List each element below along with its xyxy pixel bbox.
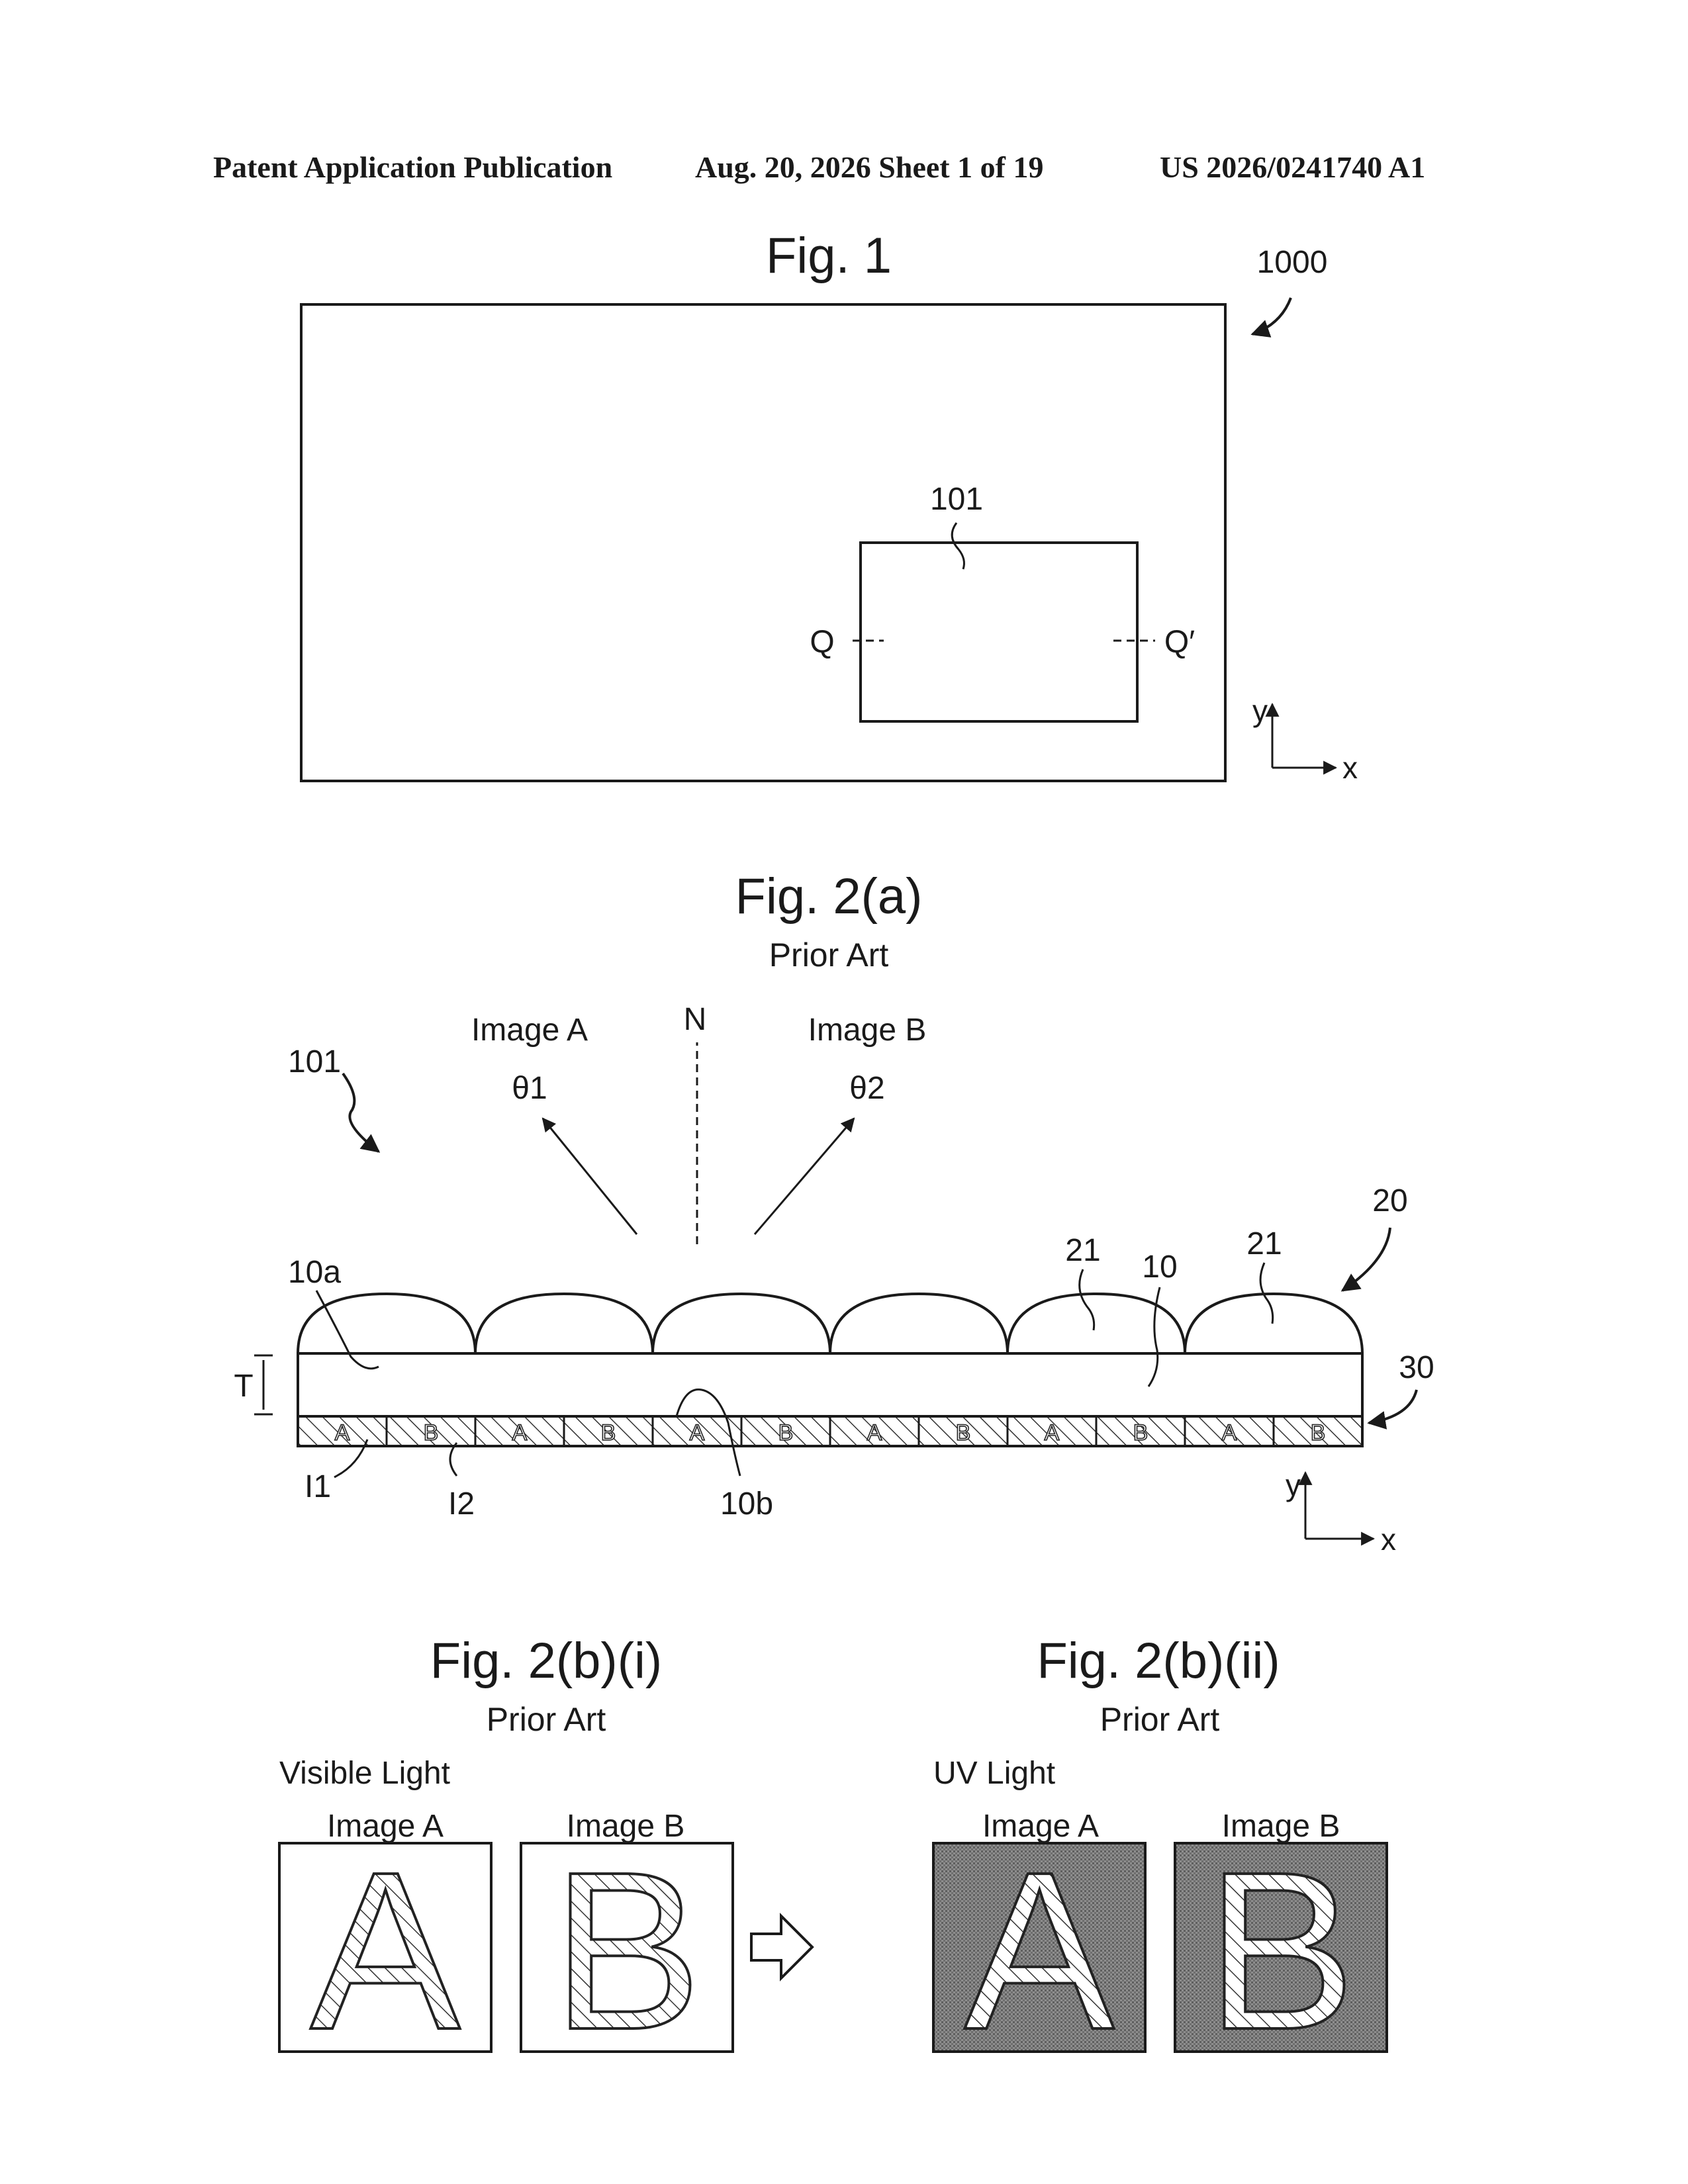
fig2bii-subtitle: Prior Art	[1100, 1701, 1220, 1738]
fig2a-cell-label: B	[424, 1420, 439, 1445]
fig1-ref-element: 101	[930, 482, 983, 517]
fig2a-leader-21a	[1080, 1269, 1094, 1330]
fig2a-leader-10a	[316, 1291, 379, 1369]
fig2bi-letter-b: B	[552, 1825, 702, 2077]
fig1-ref-device: 1000	[1257, 245, 1328, 280]
fig1-axes: y x	[1252, 694, 1358, 785]
fig2a-axes: y x	[1286, 1468, 1396, 1557]
fig2a-ref-lens-1: 21	[1065, 1233, 1100, 1268]
fig2a-ref-lens-2: 21	[1246, 1226, 1282, 1261]
fig2a-cell-label: A	[512, 1420, 528, 1445]
fig2a-cell-label: A	[867, 1420, 882, 1445]
fig2a-lens-array	[298, 1294, 1362, 1353]
fig1-section-q-prime: Q′	[1164, 625, 1195, 660]
fig2bii-title: Fig. 2(b)(ii)	[1037, 1633, 1280, 1689]
fig2a-cell-label: B	[956, 1420, 971, 1445]
fig2a-element-arrow	[343, 1073, 379, 1152]
fig2a-cell-label: B	[1133, 1420, 1149, 1445]
fig2a-ref-i2: I2	[448, 1486, 475, 1522]
fig2a-title: Fig. 2(a)	[735, 868, 923, 925]
fig2a-cell-label: A	[1222, 1420, 1237, 1445]
header-patent-number: US 2026/0241740 A1	[1160, 150, 1425, 184]
page-header: Patent Application Publication Aug. 20, …	[213, 150, 1425, 184]
figure-2b-ii: Fig. 2(b)(ii) Prior Art UV Light Image A…	[933, 1633, 1387, 2077]
fig1-axis-y-label: y	[1252, 694, 1268, 728]
fig2a-cell-label: B	[601, 1420, 616, 1445]
figure-2a: Fig. 2(a) Prior Art Image A N Image B θ1…	[234, 868, 1434, 1557]
fig2a-cell-label: B	[778, 1420, 794, 1445]
fig2a-lens	[298, 1294, 475, 1353]
fig2a-lens	[1008, 1294, 1185, 1353]
fig2a-subtitle: Prior Art	[769, 936, 889, 974]
fig2a-lens	[653, 1294, 830, 1353]
fig2bi-subtitle: Prior Art	[487, 1701, 606, 1738]
fig2a-angle-1: θ1	[512, 1071, 547, 1106]
fig2a-leader-i2	[450, 1443, 457, 1476]
fig2a-angle-2: θ2	[849, 1071, 884, 1106]
fig1-device-arrow	[1252, 298, 1291, 334]
fig1-axis-x-label: x	[1342, 751, 1358, 785]
figure-1: Fig. 1 1000 101 Q Q′ y x	[301, 228, 1358, 785]
fig2a-ray-image-a	[543, 1118, 637, 1234]
fig2a-ref-bottom-surface: 10b	[720, 1486, 773, 1522]
fig2a-axis-x-label: x	[1381, 1522, 1396, 1557]
fig2a-ray-image-b	[755, 1118, 854, 1234]
fig2bi-title: Fig. 2(b)(i)	[430, 1633, 662, 1689]
fig2a-image-a-label: Image A	[471, 1013, 588, 1048]
fig2a-cell-label: B	[1311, 1420, 1326, 1445]
fig2a-print-layer-arrow	[1369, 1390, 1417, 1423]
fig2a-lens-array-arrow	[1342, 1228, 1390, 1291]
fig2a-substrate	[298, 1353, 1362, 1416]
fig2bii-light-label: UV Light	[933, 1756, 1055, 1791]
fig1-section-q: Q	[810, 625, 834, 660]
fig1-title: Fig. 1	[766, 228, 892, 284]
header-date-sheet: Aug. 20, 2026 Sheet 1 of 19	[695, 150, 1043, 184]
figure-2b-i: Fig. 2(b)(i) Prior Art Visible Light Ima…	[279, 1633, 812, 2077]
fig2a-ref-i1: I1	[305, 1469, 331, 1504]
fig2a-cell-label: A	[335, 1420, 350, 1445]
fig2a-ref-element: 101	[288, 1044, 341, 1079]
fig2a-axis-y-label: y	[1286, 1468, 1301, 1502]
fig2a-lens	[475, 1294, 653, 1353]
fig2bi-letter-a: A	[310, 1825, 461, 2077]
fig2a-lens	[830, 1294, 1008, 1353]
fig2a-normal-label: N	[684, 1002, 707, 1037]
header-publication: Patent Application Publication	[213, 150, 612, 184]
fig1-leader-101	[952, 523, 964, 569]
fig2bii-letter-a: A	[964, 1825, 1115, 2077]
fig2a-ref-print-layer: 30	[1399, 1350, 1434, 1385]
fig2a-ref-substrate: 10	[1142, 1250, 1177, 1285]
fig2a-cell-label: A	[1045, 1420, 1060, 1445]
fig2a-thickness-label: T	[234, 1369, 253, 1404]
fig1-element-outline	[861, 543, 1137, 721]
fig2a-lens	[1185, 1294, 1362, 1353]
fig2bii-letter-b: B	[1206, 1825, 1356, 2077]
transition-arrow-icon	[751, 1916, 812, 1978]
fig2a-image-b-label: Image B	[808, 1013, 927, 1048]
fig2a-ref-lens-array: 20	[1372, 1183, 1407, 1218]
fig2bi-light-label: Visible Light	[279, 1756, 450, 1791]
fig2a-ref-top-surface: 10a	[288, 1255, 341, 1290]
fig2a-cell-label: A	[690, 1420, 705, 1445]
